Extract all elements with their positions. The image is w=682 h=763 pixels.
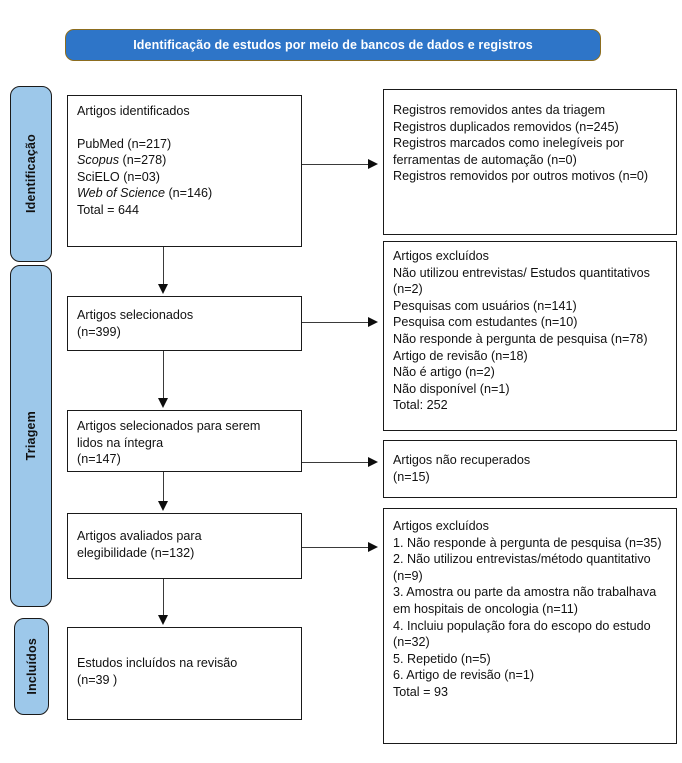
box-artigos-excluidos-elegibilidade: Artigos excluídos 1. Não responde à perg… <box>383 508 677 744</box>
stage-label-incluidos-text: Incluídos <box>24 638 39 695</box>
box-line: (n=15) <box>393 469 430 484</box>
box-artigos-lidos-integra: Artigos selecionados para serem lidos na… <box>67 410 302 472</box>
box-line: Artigos excluídos <box>393 249 489 263</box>
box-line: Artigos excluídos <box>393 519 489 533</box>
box-line: Artigos não recuperados <box>393 453 531 467</box>
box-line: (n=39 ) <box>77 672 118 687</box>
box-line: Não disponível (n=1) <box>393 381 510 396</box>
connector-line <box>302 462 370 464</box>
connector-line <box>302 322 370 324</box>
stage-label-incluidos: Incluídos <box>14 618 49 715</box>
box-line: lidos na íntegra <box>77 435 164 450</box>
box-line: SciELO (n=03) <box>77 169 160 184</box>
source-name-italic: Scopus <box>77 153 120 168</box>
arrow-down-icon <box>158 284 168 294</box>
box-line: Não utilizou entrevistas/ Estudos quanti… <box>393 265 650 297</box>
arrow-down-icon <box>158 501 168 511</box>
box-line: (n=147) <box>77 452 121 467</box>
stage-label-identificacao: Identificação <box>10 86 52 262</box>
box-line: elegibilidade (n=132) <box>77 545 195 560</box>
box-line: Artigos avaliados para <box>77 529 202 543</box>
box-line-wos: Web of Science (n=146) <box>77 185 292 202</box>
box-line: 5. Repetido (n=5) <box>393 651 491 666</box>
box-line: 6. Artigo de revisão (n=1) <box>393 668 535 683</box>
box-artigos-excluidos-triagem: Artigos excluídos Não utilizou entrevist… <box>383 241 677 431</box>
box-line: Artigo de revisão (n=18) <box>393 348 528 363</box>
header-title: Identificação de estudos por meio de ban… <box>133 38 533 52</box>
box-estudos-incluidos: Estudos incluídos na revisão (n=39 ) <box>67 627 302 720</box>
source-count: (n=146) <box>164 186 213 201</box>
arrow-right-icon <box>368 159 378 169</box>
connector-line <box>302 547 370 549</box>
box-line: (n=399) <box>77 324 121 339</box>
box-line: Artigos selecionados para serem <box>77 419 261 433</box>
stage-label-identificacao-text: Identificação <box>24 134 38 214</box>
box-line: 1. Não responde à pergunta de pesquisa (… <box>393 535 662 550</box>
box-line: Registros duplicados removidos (n=245) <box>393 119 619 134</box>
box-artigos-nao-recuperados: Artigos não recuperados (n=15) <box>383 440 677 498</box>
box-artigos-identificados: Artigos identificados PubMed (n=217) Sco… <box>67 95 302 247</box>
arrow-right-icon <box>368 317 378 327</box>
arrow-down-icon <box>158 398 168 408</box>
box-line: Estudos incluídos na revisão <box>77 656 238 670</box>
box-line: Pesquisa com estudantes (n=10) <box>393 315 578 330</box>
box-line-total: Total = 93 <box>393 684 448 699</box>
connector-line <box>163 351 165 399</box>
arrow-down-icon <box>158 615 168 625</box>
connector-line <box>163 472 165 502</box>
connector-line <box>163 247 165 285</box>
box-line: Artigos identificados <box>77 104 190 118</box>
connector-line <box>302 164 370 166</box>
source-name-italic: Web of Science <box>77 186 165 201</box>
arrow-right-icon <box>368 457 378 467</box>
box-line: 4. Incluiu população fora do escopo do e… <box>393 618 651 650</box>
box-artigos-selecionados: Artigos selecionados (n=399) <box>67 296 302 351</box>
box-artigos-elegibilidade: Artigos avaliados para elegibilidade (n=… <box>67 513 302 579</box>
box-line: Pesquisas com usuários (n=141) <box>393 298 577 313</box>
stage-label-triagem: Triagem <box>10 265 52 607</box>
box-line: 2. Não utilizou entrevistas/método quant… <box>393 552 651 583</box>
connector-line <box>163 579 165 616</box>
stage-label-triagem-text: Triagem <box>24 411 38 461</box>
box-line-total: Total: 252 <box>393 398 448 413</box>
box-line: Registros removidos por outros motivos (… <box>393 169 649 184</box>
box-line: PubMed (n=217) <box>77 136 172 151</box>
arrow-right-icon <box>368 542 378 552</box>
box-line: Artigos selecionados <box>77 308 194 322</box>
diagram-header-banner: Identificação de estudos por meio de ban… <box>65 29 601 61</box>
box-line: Registros removidos antes da triagem <box>393 103 606 117</box>
source-count: (n=278) <box>119 153 167 168</box>
box-line-total: Total = 644 <box>77 202 139 217</box>
box-registros-removidos: Registros removidos antes da triagem Reg… <box>383 89 677 235</box>
box-line: Não responde à pergunta de pesquisa (n=7… <box>393 331 648 346</box>
spacer <box>77 120 292 136</box>
box-line-scopus: Scopus (n=278) <box>77 152 292 169</box>
box-line: Registros marcados como inelegíveis por … <box>393 136 624 167</box>
box-line: Não é artigo (n=2) <box>393 365 495 380</box>
box-line: 3. Amostra ou parte da amostra não traba… <box>393 585 657 616</box>
